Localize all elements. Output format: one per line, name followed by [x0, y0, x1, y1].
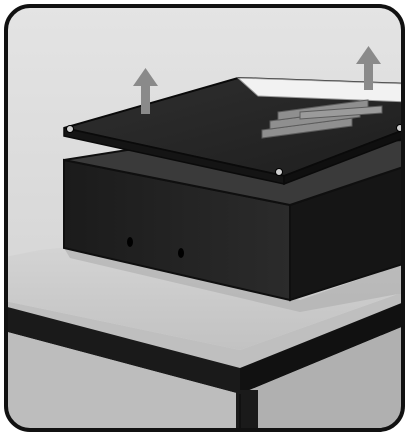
up-arrow-icon [133, 68, 158, 114]
vent-slots-icon [261, 99, 383, 139]
screw-icon [66, 124, 403, 176]
arrow-head [133, 68, 158, 86]
table-leg [236, 390, 258, 430]
box-hole-left [127, 237, 133, 247]
screw [66, 125, 74, 133]
vent-slot [299, 105, 383, 120]
lid-side-edge [283, 126, 403, 186]
table-front-panel [6, 330, 240, 430]
table-side-edge [240, 300, 403, 394]
arrow-shaft [364, 62, 373, 90]
table-side-panel [240, 324, 403, 430]
frame-border [4, 4, 405, 432]
box-shadow [64, 248, 403, 312]
box-hole-right [178, 248, 184, 258]
up-arrow-icon [356, 46, 381, 90]
arrow-shaft [141, 84, 150, 114]
screw [275, 168, 283, 176]
table-front-edge [6, 305, 240, 394]
arrow-head [356, 46, 381, 64]
